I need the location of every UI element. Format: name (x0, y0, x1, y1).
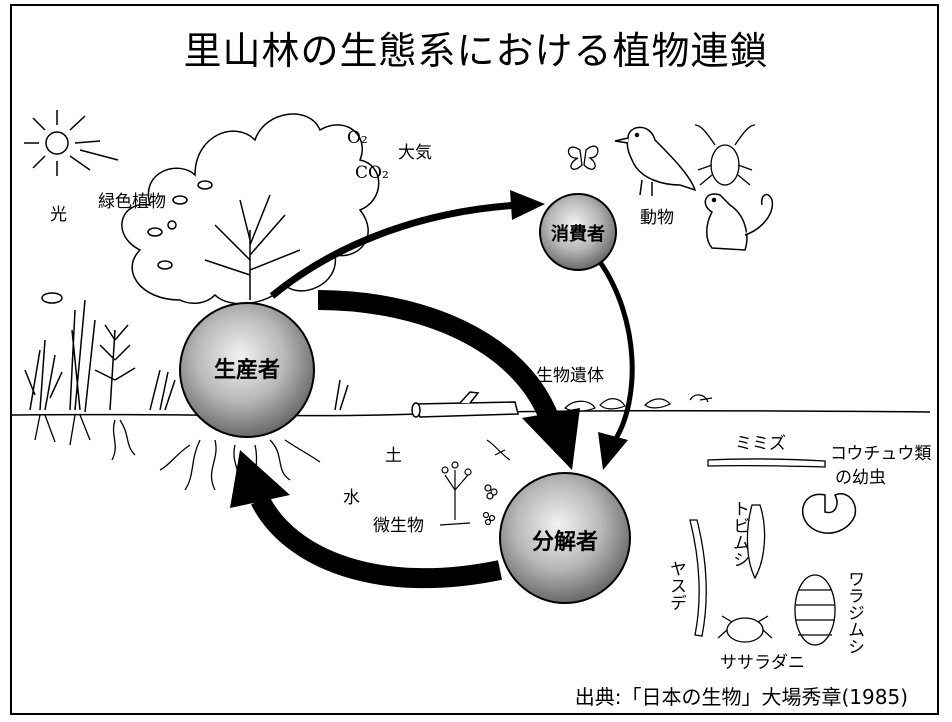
squirrel-icon (704, 193, 774, 251)
beetle-larva-icon (801, 493, 857, 534)
beetle-larva-label-2: の幼虫 (835, 468, 886, 488)
soil-label: 土 (385, 446, 402, 466)
producer-label: 生産者 (213, 358, 281, 383)
millipede-icon (689, 519, 707, 637)
bird-icon (614, 126, 697, 196)
beetle-icon (694, 124, 756, 186)
woodlouse-icon (794, 574, 836, 646)
earthworm-label: ミミズ (735, 434, 786, 454)
earthworm-icon (707, 458, 826, 468)
fallen-leaves-icon (564, 394, 713, 412)
animals-label: 動物 (640, 208, 674, 228)
mite-label: ササラダニ (720, 653, 805, 673)
green-plants-label: 緑色植物 (98, 192, 166, 212)
figure-frame (10, 4, 939, 715)
producer-node (179, 302, 315, 438)
fallen-log-icon (411, 391, 519, 418)
flow-arrows (230, 190, 635, 589)
consumer-node (539, 193, 617, 271)
arrow-consumer-to-decomposer (597, 260, 635, 442)
sun-icon (24, 110, 119, 176)
springtail-label: トビムシ (729, 500, 749, 568)
decomposer-label: 分解者 (531, 530, 599, 555)
microbes-label: 微生物 (373, 516, 424, 536)
arrow-producer-to-decomposer (317, 290, 560, 424)
water-label: 水 (343, 488, 360, 508)
source-citation: 出典:「日本の生物」大場秀章(1985) (574, 685, 908, 709)
mite-icon (717, 615, 773, 643)
o2-label: O₂ (347, 128, 368, 148)
microbe-icon (439, 439, 511, 526)
co2-label: CO₂ (355, 163, 389, 183)
page-title: 里山林の生態系における植物連鎖 (183, 29, 769, 73)
springtail-icon (746, 504, 766, 580)
butterfly-icon (567, 145, 599, 170)
millipede-label: ヤスデ (666, 560, 686, 611)
arrow-producer-to-consumer (269, 201, 521, 299)
arrow-decomposer-to-producer (251, 495, 503, 589)
atmosphere-label: 大気 (398, 143, 432, 163)
light-label: 光 (50, 205, 67, 225)
grass-plants-icon (24, 292, 349, 413)
consumer-label: 消費者 (551, 224, 605, 245)
woodlouse-label: ワラジムシ (844, 570, 864, 655)
beetle-larva-label-1: コウチュウ類 (830, 444, 932, 464)
decomposer-node (499, 472, 631, 604)
remains-label: 生物遺体 (536, 366, 604, 386)
